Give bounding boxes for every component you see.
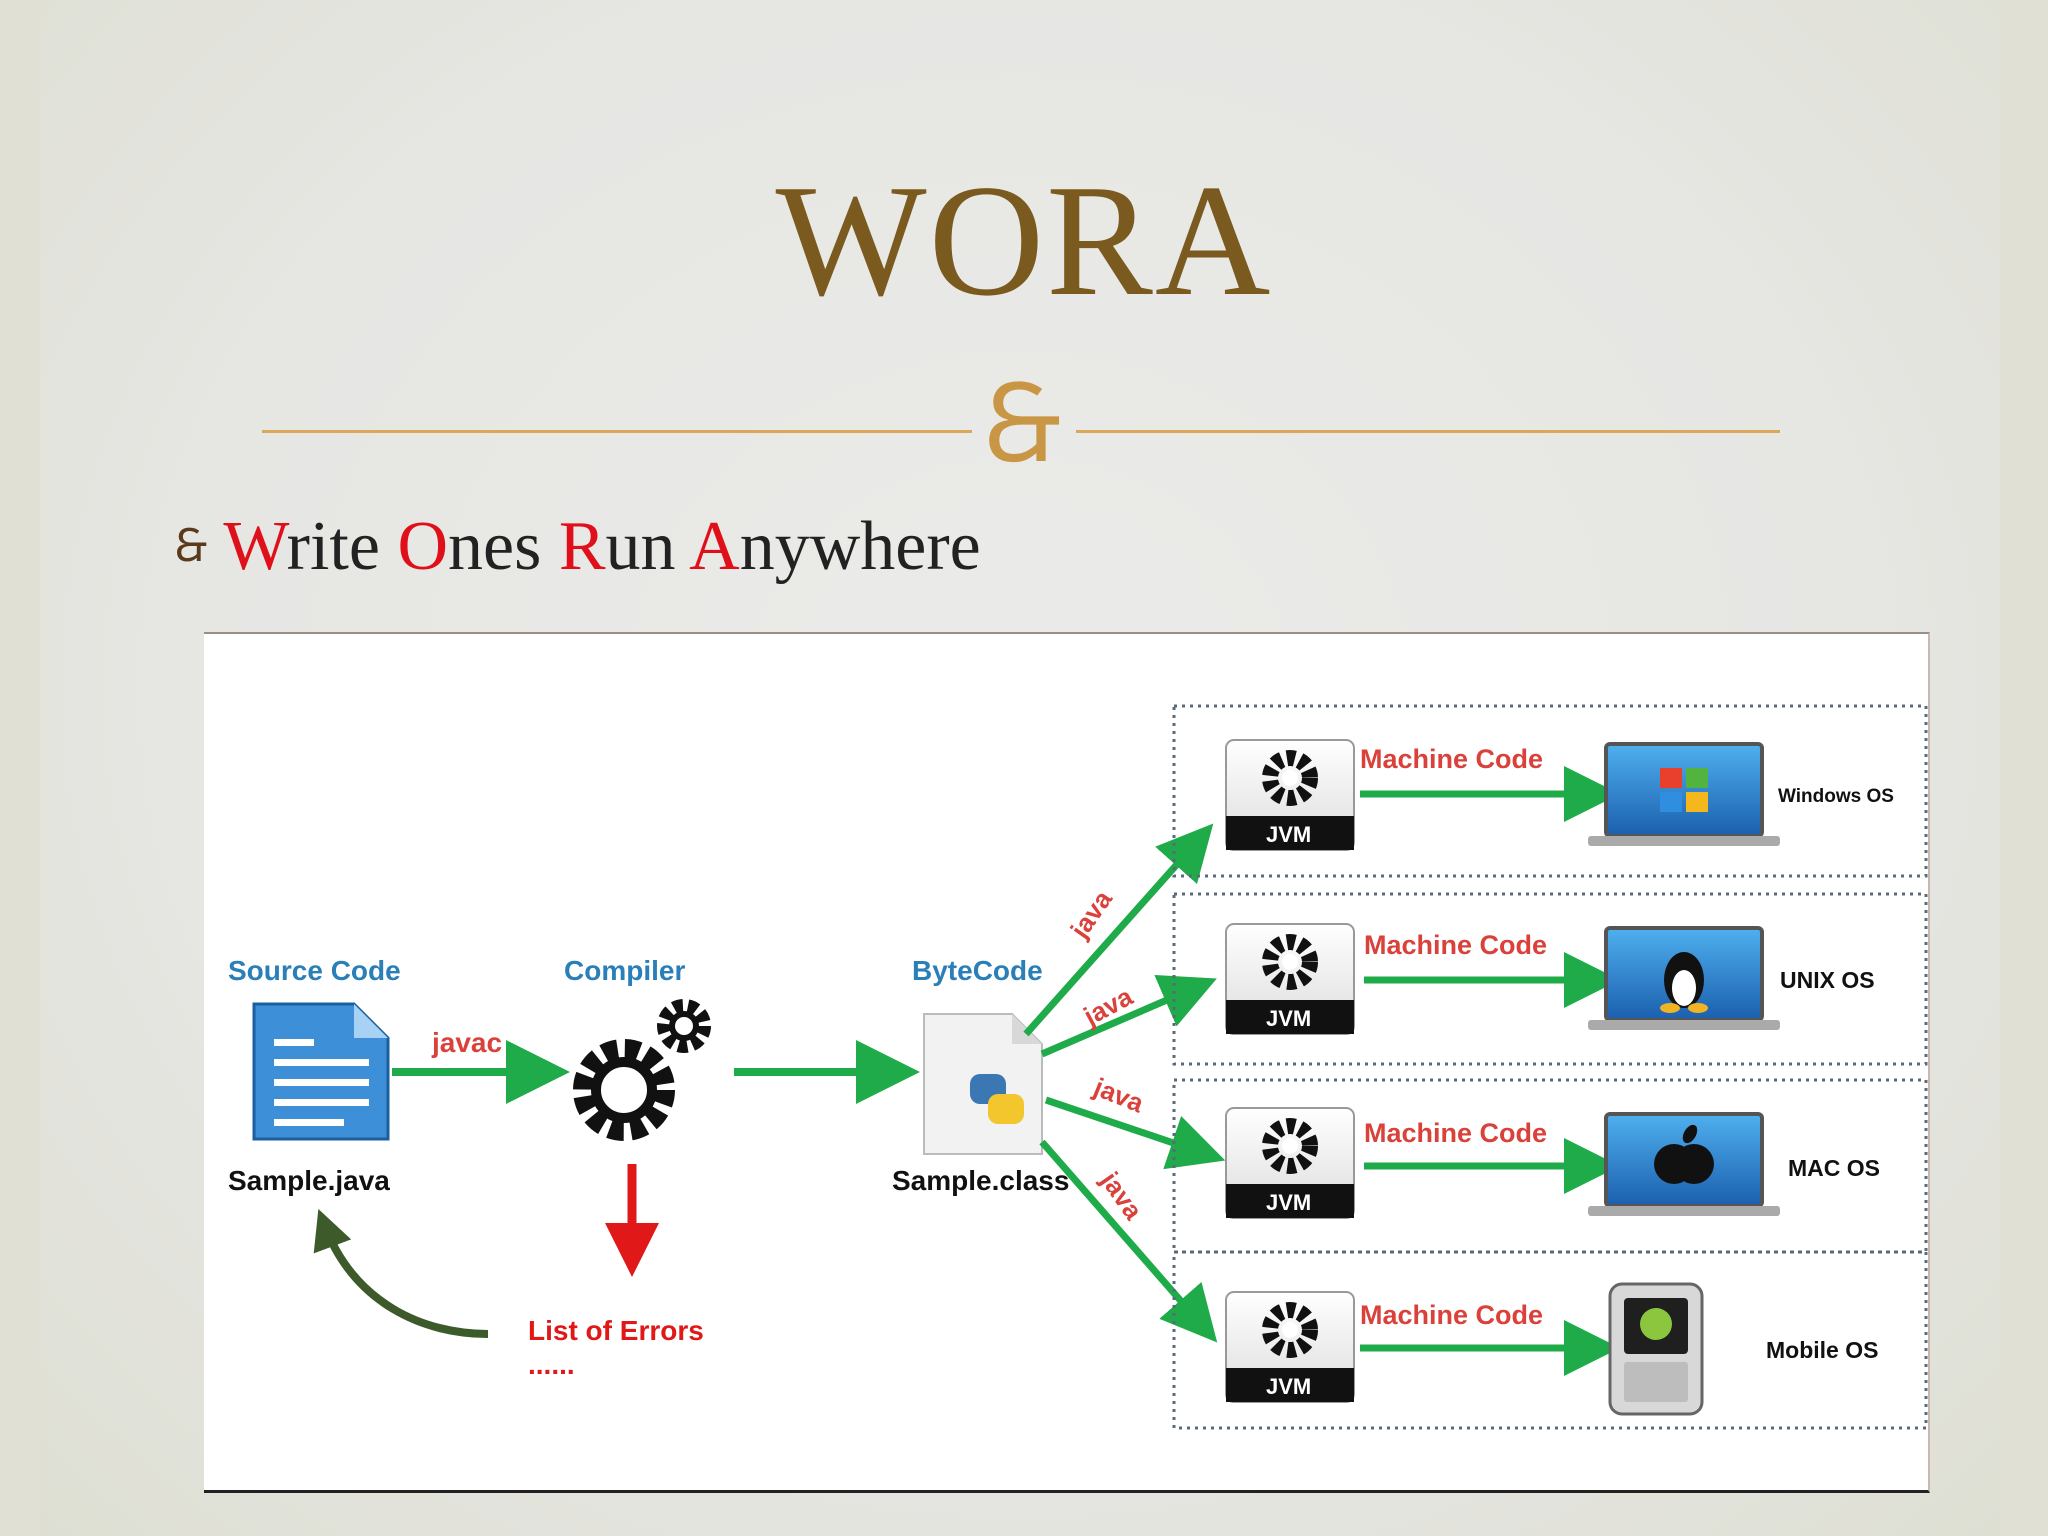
apple-laptop-icon	[1588, 1112, 1780, 1216]
platform-box	[1172, 1250, 1928, 1430]
bullet-part: A	[689, 508, 740, 585]
diagram-svg: Source Code Sample.java javac Compiler L…	[228, 704, 1928, 1430]
os-label: UNIX OS	[1780, 967, 1875, 993]
bullet-part: nywhere	[739, 508, 981, 585]
bullet-part: R	[558, 508, 606, 585]
platform-unix: JVM Machine Code UNIX OS	[1172, 892, 1928, 1066]
java-arrow-mobile	[1039, 1139, 1218, 1343]
platform-box	[1172, 1078, 1928, 1254]
jvm-label: JVM	[1266, 1374, 1311, 1399]
bullet-icon: 🙲	[175, 518, 208, 572]
bullet-part: un	[605, 508, 690, 585]
bytecode-file-label: Sample.class	[892, 1165, 1069, 1196]
source-file-label: Sample.java	[228, 1165, 390, 1196]
os-label: Windows OS	[1778, 786, 1894, 807]
bullet-part: nes	[448, 508, 559, 585]
platform-mobile: JVM Machine Code Mobile OS	[1172, 1250, 1928, 1430]
jvm-label: JVM	[1266, 1006, 1311, 1031]
bullet-part: rite	[286, 508, 398, 585]
compiler-label: Compiler	[564, 955, 685, 986]
errors-dots: ......	[528, 1349, 575, 1380]
class-file-icon	[923, 1013, 1043, 1155]
java-label-mac: java	[1089, 1071, 1149, 1118]
bullet-wora: 🙲 Write Ones Run Anywhere	[175, 508, 981, 585]
android-phone-icon	[1608, 1282, 1704, 1416]
ornament-icon: 🙲	[984, 359, 1062, 487]
machine-code-label: Machine Code	[1364, 930, 1547, 960]
javac-label: javac	[431, 1027, 502, 1058]
errors-label: List of Errors	[528, 1315, 704, 1346]
bytecode-label: ByteCode	[912, 955, 1043, 986]
machine-code-label: Machine Code	[1364, 1118, 1547, 1148]
platform-windows: JVM Machine Code Windows OS	[1172, 704, 1928, 878]
wora-diagram: Source Code Sample.java javac Compiler L…	[204, 632, 1930, 1493]
feedback-arrow	[313, 1209, 489, 1338]
jvm-label: JVM	[1266, 1190, 1311, 1215]
java-arrow-mac	[1044, 1096, 1226, 1170]
jvm-gear-icon	[1225, 1291, 1355, 1403]
os-label: MAC OS	[1788, 1155, 1880, 1181]
machine-code-label: Machine Code	[1360, 744, 1543, 774]
jvm-label: JVM	[1266, 822, 1311, 847]
document-icon	[252, 1002, 390, 1141]
linux-laptop-icon	[1588, 926, 1780, 1030]
source-code-label: Source Code	[228, 955, 401, 986]
java-arrow-unix	[1040, 974, 1217, 1058]
bullet-text: Write Ones Run Anywhere	[223, 508, 980, 585]
bullet-part: O	[397, 508, 449, 585]
title-rule-left	[262, 430, 972, 433]
bullet-part: W	[223, 508, 287, 585]
jvm-gear-icon	[1225, 1107, 1355, 1219]
jvm-gear-icon	[1225, 739, 1355, 851]
windows-laptop-icon	[1588, 742, 1780, 846]
platform-box	[1172, 704, 1928, 878]
platform-mac: JVM Machine Code MAC OS	[1172, 1078, 1928, 1254]
jvm-gear-icon	[1225, 923, 1355, 1035]
platform-box	[1172, 892, 1928, 1066]
machine-code-label: Machine Code	[1360, 1300, 1543, 1330]
slide-title: WORA	[775, 151, 1273, 329]
os-label: Mobile OS	[1766, 1337, 1878, 1363]
compiler-gears-icon	[573, 999, 711, 1141]
title-rule-right	[1076, 430, 1780, 433]
